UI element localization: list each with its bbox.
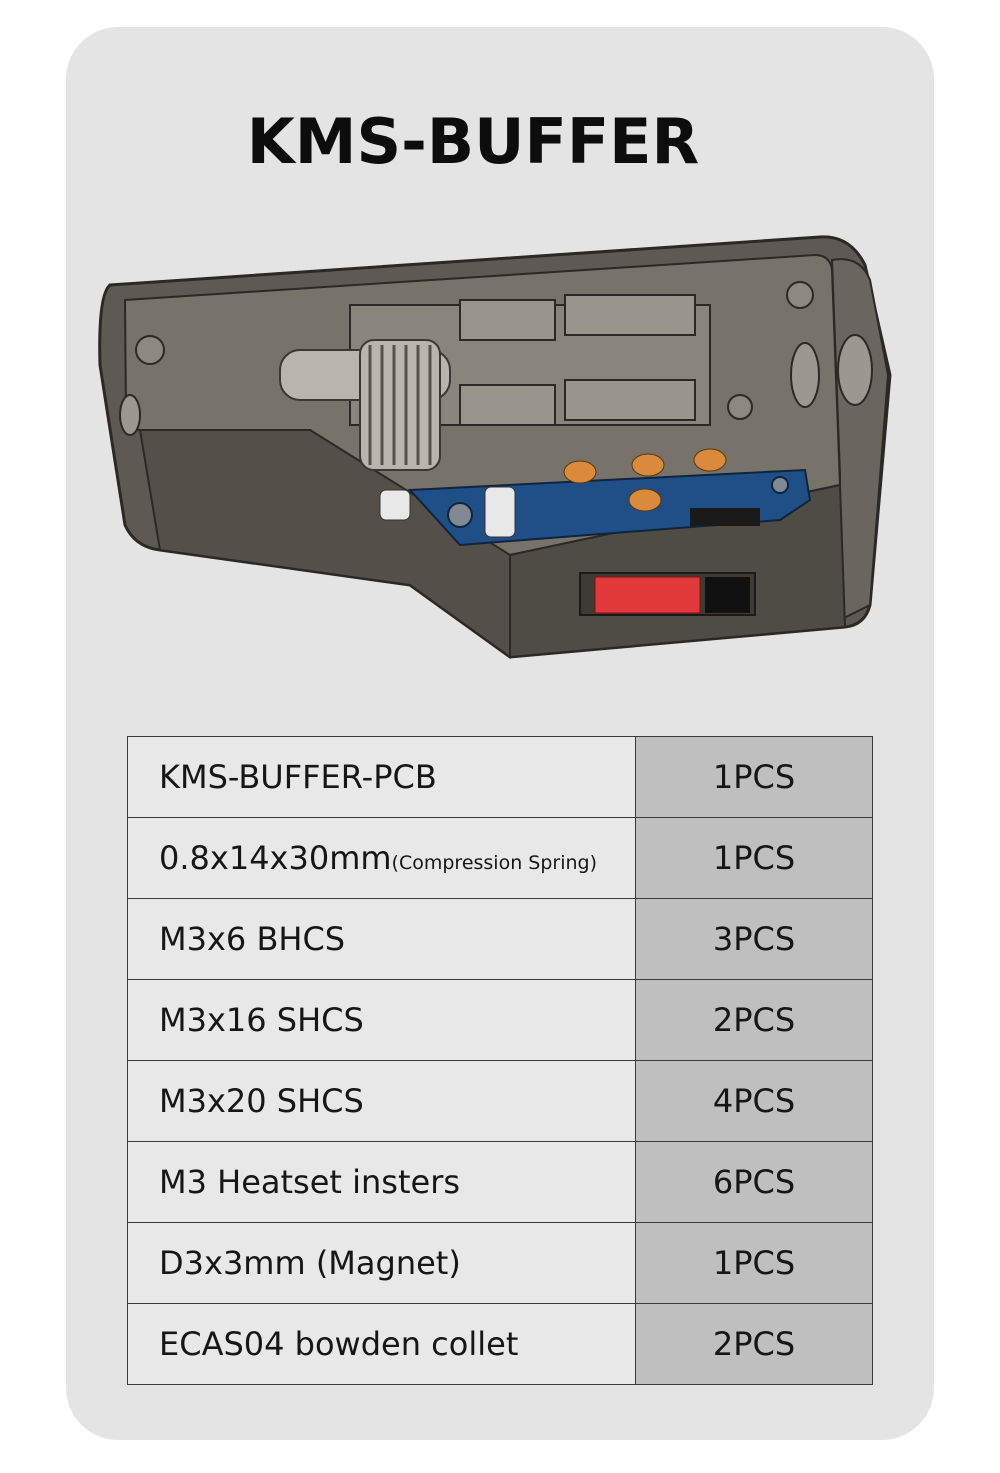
table-row: M3 Heatset insters 6PCS	[127, 1141, 873, 1223]
part-name: 0.8x14x30mm(Compression Spring)	[127, 817, 636, 899]
part-qty: 6PCS	[635, 1141, 873, 1223]
buffer-3d-render	[98, 235, 892, 659]
part-name: D3x3mm (Magnet)	[127, 1222, 636, 1304]
part-name: M3x6 BHCS	[127, 898, 636, 980]
part-name: KMS-BUFFER-PCB	[127, 736, 636, 818]
part-qty: 1PCS	[635, 817, 873, 899]
table-row: D3x3mm (Magnet) 1PCS	[127, 1222, 873, 1304]
part-qty: 3PCS	[635, 898, 873, 980]
part-qty: 2PCS	[635, 979, 873, 1061]
part-note: (Compression Spring)	[391, 852, 598, 874]
part-qty: 1PCS	[635, 736, 873, 818]
part-name: ECAS04 bowden collet	[127, 1303, 636, 1385]
table-row: M3x6 BHCS 3PCS	[127, 898, 873, 980]
table-row: ECAS04 bowden collet 2PCS	[127, 1303, 873, 1385]
page-title: KMS-BUFFER	[246, 105, 700, 178]
table-row: M3x16 SHCS 2PCS	[127, 979, 873, 1061]
part-name: M3x16 SHCS	[127, 979, 636, 1061]
parts-table: KMS-BUFFER-PCB 1PCS 0.8x14x30mm(Compress…	[127, 736, 873, 1385]
table-row: KMS-BUFFER-PCB 1PCS	[127, 736, 873, 818]
table-row: M3x20 SHCS 4PCS	[127, 1060, 873, 1142]
table-row: 0.8x14x30mm(Compression Spring) 1PCS	[127, 817, 873, 899]
part-qty: 4PCS	[635, 1060, 873, 1142]
part-name: M3x20 SHCS	[127, 1060, 636, 1142]
part-qty: 1PCS	[635, 1222, 873, 1304]
part-name: M3 Heatset insters	[127, 1141, 636, 1223]
part-qty: 2PCS	[635, 1303, 873, 1385]
